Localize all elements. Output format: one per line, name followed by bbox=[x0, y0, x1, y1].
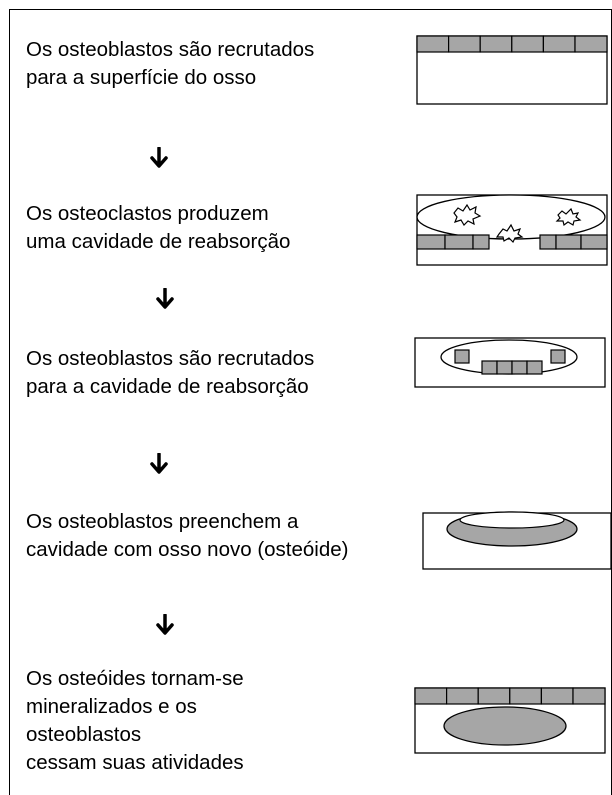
step-4-text: Os osteoblastos preenchem a cavidade com… bbox=[26, 508, 349, 564]
lining-cell-row bbox=[414, 687, 606, 705]
step-5-text: Os osteóides tornam-se mineralizados e o… bbox=[26, 665, 244, 777]
osteoclast-right bbox=[555, 207, 582, 227]
step-1-line-2: para a superfície do osso bbox=[26, 66, 257, 89]
step-2-illustration bbox=[416, 194, 608, 266]
step-3-line-1: Os osteoblastos são recrutados bbox=[26, 347, 315, 370]
osteoblast-left bbox=[454, 349, 470, 364]
step-5-illustration bbox=[414, 687, 606, 754]
step-2-text: Os osteoclastos produzem uma cavidade de… bbox=[26, 200, 290, 256]
down-arrow-icon bbox=[150, 452, 168, 474]
step-1-line-1: Os osteoblastos são recrutados bbox=[26, 38, 315, 61]
step-2-line-1: Os osteoclastos produzem bbox=[26, 202, 269, 225]
step-5-line-3: osteoblastos bbox=[26, 723, 142, 746]
step-1-text: Os osteoblastos são recrutados para a su… bbox=[26, 36, 314, 92]
osteoclast-left bbox=[453, 203, 482, 226]
step-5-line-4: cessam suas atividades bbox=[26, 751, 244, 774]
arrow-4 bbox=[156, 613, 174, 640]
step-5-line-1: Os osteóides tornam-se bbox=[26, 667, 244, 690]
cavity-top-rim bbox=[459, 511, 565, 529]
step-1-illustration bbox=[416, 35, 608, 105]
down-arrow-icon bbox=[156, 287, 174, 309]
step-4-line-1: Os osteoblastos preenchem a bbox=[26, 510, 299, 533]
step-5-line-2: mineralizados e os bbox=[26, 695, 197, 718]
osteoclast-middle bbox=[495, 223, 524, 244]
step-2-line-2: uma cavidade de reabsorção bbox=[26, 230, 291, 253]
step-4-line-2: cavidade com osso novo (osteóide) bbox=[26, 538, 349, 561]
step-3-line-2: para a cavidade de reabsorção bbox=[26, 375, 309, 398]
step-4-illustration bbox=[422, 511, 612, 570]
osteoblast-row bbox=[416, 35, 608, 53]
arrow-1 bbox=[150, 146, 168, 173]
step-3-illustration bbox=[414, 337, 606, 388]
down-arrow-icon bbox=[156, 613, 174, 635]
osteoblast-right bbox=[550, 349, 566, 364]
osteoblast-row-right bbox=[539, 234, 608, 250]
down-arrow-icon bbox=[150, 146, 168, 168]
osteoblast-row-left bbox=[416, 234, 490, 250]
arrow-3 bbox=[150, 452, 168, 479]
step-3-text: Os osteoblastos são recrutados para a ca… bbox=[26, 345, 314, 401]
mineralized-bone bbox=[443, 706, 567, 746]
arrow-2 bbox=[156, 287, 174, 314]
osteoblast-row-bottom bbox=[481, 360, 543, 375]
